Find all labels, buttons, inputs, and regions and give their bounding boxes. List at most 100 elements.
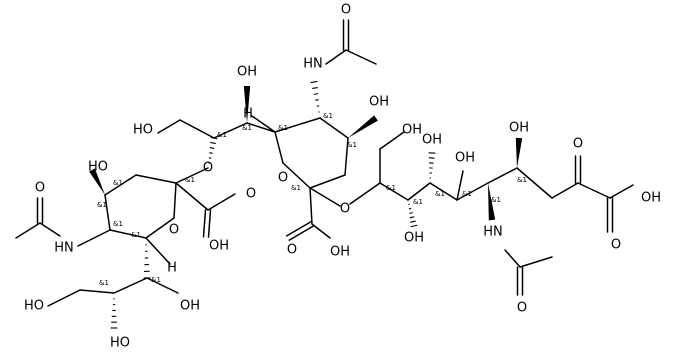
bond: [456, 182, 489, 201]
hash-bond: [310, 80, 318, 84]
ether-oxygen-label: O: [340, 202, 350, 217]
bond: [135, 174, 177, 184]
bond: [175, 182, 209, 211]
bond: [609, 184, 634, 199]
bond: [173, 182, 177, 219]
hydroxyl-label: HO: [24, 299, 44, 314]
hash-bond: [209, 147, 215, 149]
bond: [309, 187, 341, 207]
wedge-bond: [243, 86, 251, 123]
wedge-bond: [348, 115, 378, 138]
hash-bond: [209, 152, 213, 154]
stereo-label: &1: [386, 184, 396, 192]
bond: [407, 182, 431, 201]
stereo-label: &1: [113, 220, 123, 228]
bond: [179, 119, 215, 139]
bond: [213, 122, 248, 139]
bond: [251, 115, 276, 133]
hydrogen-label: H: [167, 261, 177, 276]
bond: [77, 229, 111, 247]
bond: [319, 117, 349, 139]
double-bond: [207, 209, 212, 238]
hydroxyl-label: OH: [422, 133, 442, 148]
stereo-label: &1: [413, 198, 423, 206]
bond: [145, 217, 175, 239]
bond: [504, 249, 521, 268]
bond: [519, 256, 553, 268]
amine-label: HN: [54, 241, 74, 256]
stereo-label: &1: [113, 179, 123, 187]
bond: [282, 162, 311, 189]
bond: [309, 174, 346, 189]
stereo-label: &1: [291, 184, 301, 192]
stereo-label: &1: [242, 124, 252, 132]
bond: [145, 237, 171, 265]
stereo-label: &1: [97, 201, 107, 209]
bond: [39, 222, 61, 237]
hydroxyl-label: OH: [509, 121, 529, 136]
bond: [104, 194, 111, 231]
ring-oxygen-label: O: [278, 171, 288, 186]
hydroxyl-label: HO: [88, 160, 108, 175]
bond: [311, 223, 331, 239]
ether-oxygen-label: O: [203, 161, 213, 176]
bond: [157, 119, 181, 134]
stereo-label: &1: [491, 196, 501, 204]
stereo-label: &1: [185, 176, 195, 184]
double-bond: [288, 225, 315, 241]
stereo-label: &1: [278, 124, 288, 132]
stereo-label: &1: [435, 190, 445, 198]
hash-bond: [315, 99, 319, 101]
bond: [456, 170, 464, 201]
hydroxyl-label: OH: [402, 123, 422, 138]
bond: [79, 289, 115, 294]
amine-label: HN: [303, 57, 323, 72]
hydroxyl-label: OH: [404, 231, 424, 246]
bond: [379, 131, 405, 150]
hydroxyl-label: HO: [133, 123, 153, 138]
oxygen-label: O: [573, 137, 583, 152]
hydroxyl-label: OH: [237, 65, 257, 80]
bond: [246, 122, 276, 133]
oxygen-label: O: [611, 238, 621, 253]
oxygen-label: O: [35, 181, 45, 196]
stereo-label: &1: [217, 131, 227, 139]
bond: [47, 289, 81, 307]
hash-bond: [312, 86, 318, 90]
bond: [274, 117, 321, 133]
oxygen-label: O: [517, 301, 527, 316]
hash-bond: [408, 207, 412, 210]
hydroxyl-label: HO: [110, 336, 130, 351]
stereo-label: &1: [323, 112, 333, 120]
hash-bond: [313, 93, 319, 95]
stereo-label: &1: [99, 279, 109, 287]
hash-bond: [410, 224, 418, 228]
oxygen-label: O: [246, 187, 256, 202]
hydroxyl-label: OH: [330, 245, 350, 260]
bond: [207, 193, 236, 211]
hydroxyl-label: OH: [369, 95, 389, 110]
stereo-label: &1: [462, 190, 472, 198]
bond: [577, 182, 611, 199]
bond: [429, 182, 458, 201]
bond: [487, 167, 518, 184]
hash-bond: [210, 141, 216, 145]
hash-bond: [410, 220, 416, 223]
bond: [345, 49, 377, 65]
hydroxyl-label: OH: [641, 191, 661, 206]
bond: [175, 167, 209, 184]
bond: [109, 229, 147, 239]
bond: [325, 49, 347, 65]
bond: [104, 174, 137, 196]
hydroxyl-label: OH: [209, 239, 229, 254]
stereo-label: &1: [517, 176, 527, 184]
wedge-bond: [488, 183, 496, 221]
wedge-bond: [89, 168, 105, 195]
double-bond: [285, 221, 312, 237]
bond: [274, 131, 284, 164]
hash-bond: [409, 216, 415, 219]
stereo-label: &1: [347, 141, 357, 149]
double-bond: [202, 209, 207, 238]
bond: [516, 167, 553, 199]
